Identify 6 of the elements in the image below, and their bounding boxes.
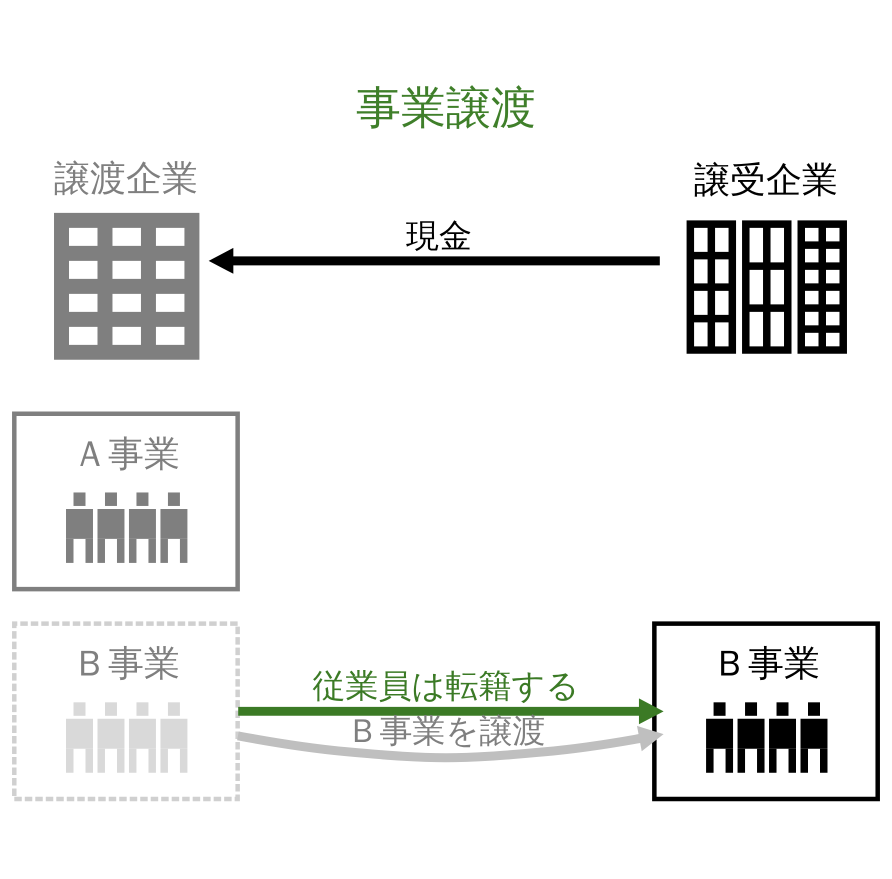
node-label: 譲受企業	[694, 160, 838, 201]
edge-label: 従業員は転籍する	[312, 666, 580, 705]
node-label: 譲渡企業	[54, 158, 198, 200]
edge-label: Ｂ事業を譲渡	[346, 710, 546, 750]
edge-label: 現金	[406, 215, 472, 254]
diagram-title: 事業譲渡	[356, 80, 536, 134]
